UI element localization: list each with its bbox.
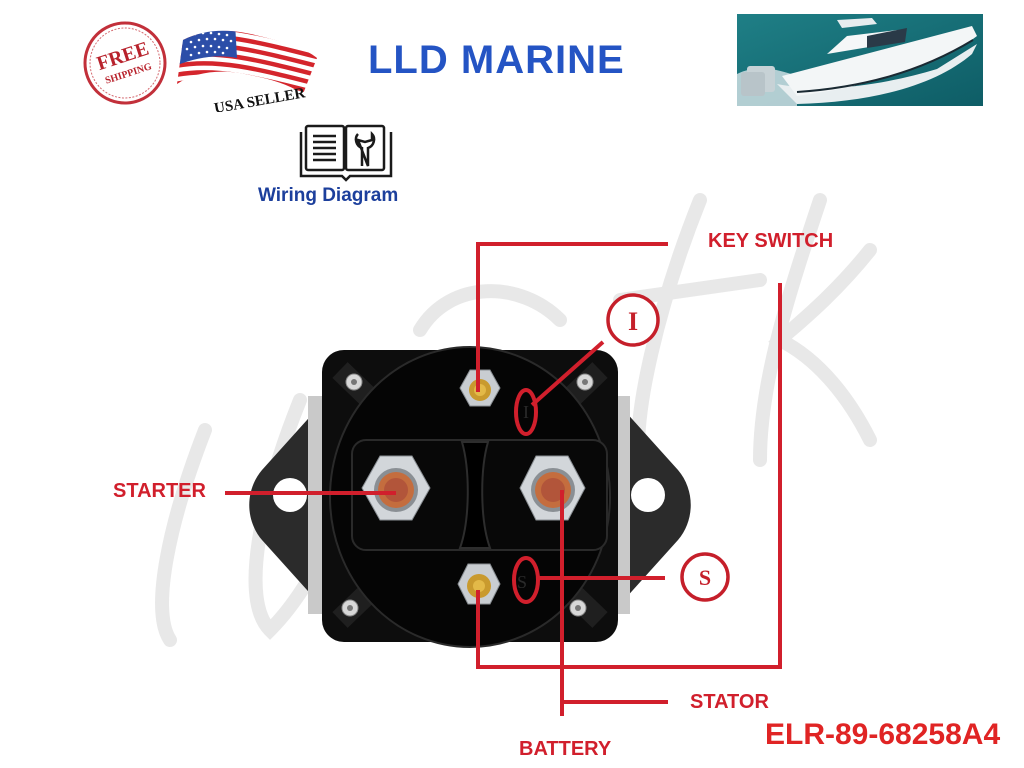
free-shipping-badge: FREE SHIPPING <box>83 21 167 105</box>
wiring-manual-icon <box>299 124 393 182</box>
solenoid-body <box>322 346 618 648</box>
embossed-s: S <box>517 572 527 592</box>
terminal-i-callout: I <box>606 293 660 347</box>
label-stator: STATOR <box>690 691 769 713</box>
terminal-s-callout: S <box>680 552 730 602</box>
label-battery: BATTERY <box>519 738 612 760</box>
boat-photo <box>737 14 983 106</box>
wiring-lines <box>225 242 782 716</box>
terminal-starter-post <box>361 455 431 521</box>
label-key-switch: KEY SWITCH <box>708 230 834 252</box>
section-title: Wiring Diagram <box>258 185 399 206</box>
part-number: ELR-89-68258A4 <box>765 718 1001 751</box>
svg-text:I: I <box>628 307 638 336</box>
mounting-tab-left <box>249 396 325 614</box>
mounting-tab-right <box>615 396 691 614</box>
brand-title: LLD MARINE <box>368 38 625 82</box>
us-flag-icon: USA SELLER <box>177 30 317 112</box>
terminal-s-post <box>457 563 501 605</box>
embossed-i: I <box>523 402 529 422</box>
label-starter: STARTER <box>113 480 206 502</box>
svg-text:S: S <box>699 565 711 590</box>
